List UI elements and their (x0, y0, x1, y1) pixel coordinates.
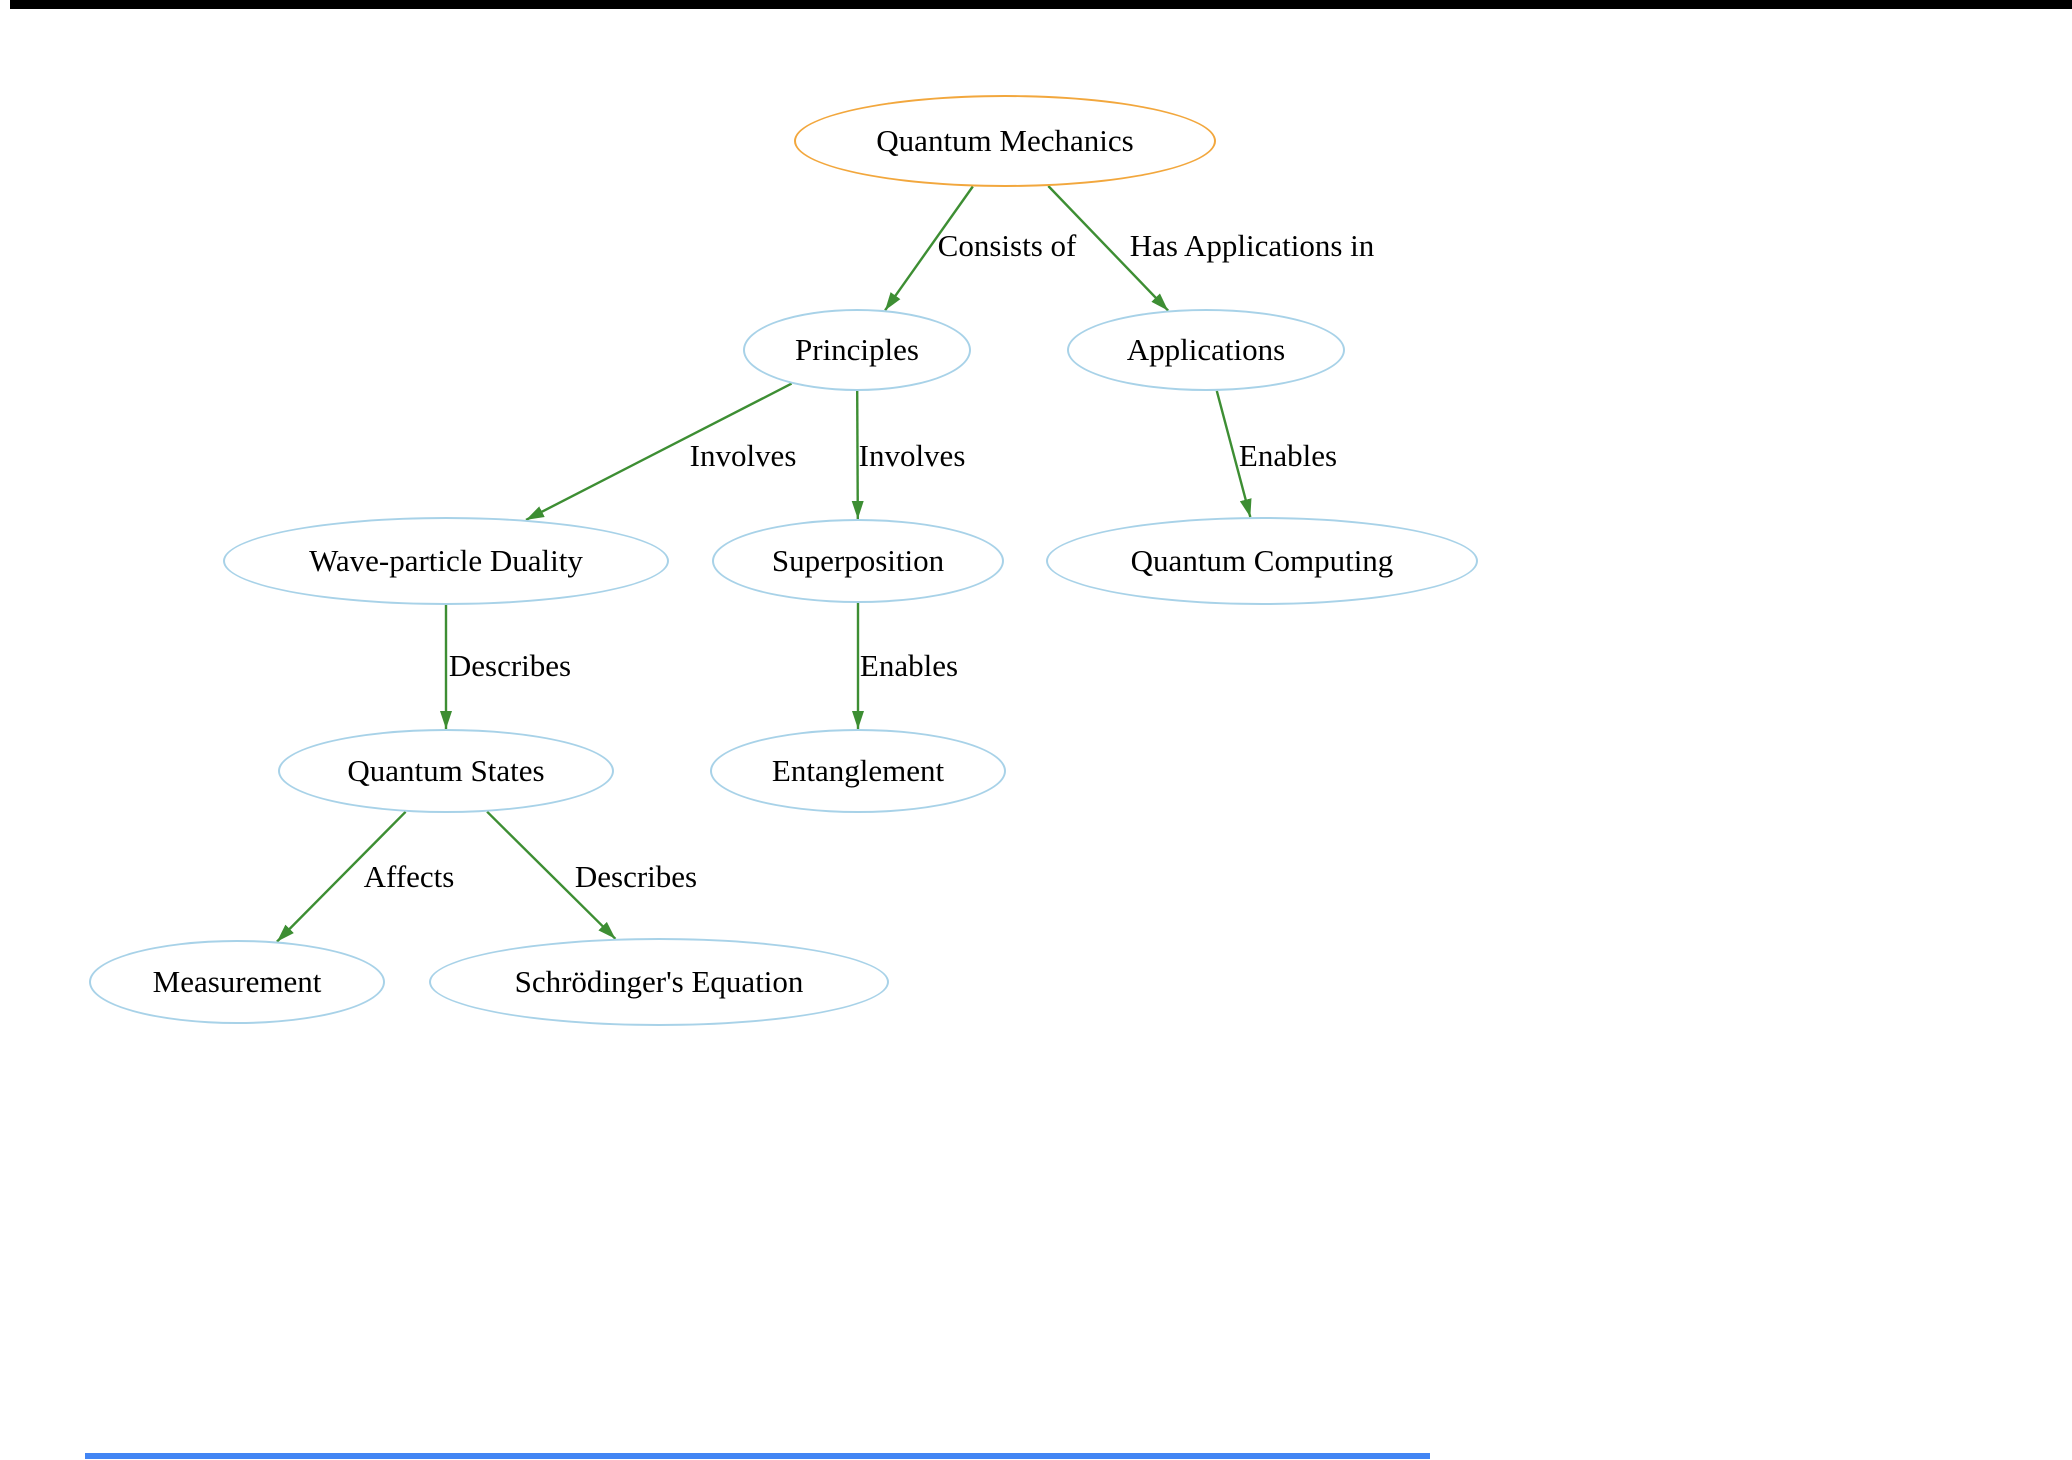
edge-quantum-mechanics-to-principles (884, 185, 974, 311)
edge-label-principles-to-wave-particle-duality: Involves (689, 438, 797, 473)
node-label-quantum-states: Quantum States (347, 753, 545, 788)
bottom-blue-line (85, 1453, 1430, 1459)
node-schrodingers-equation: Schrödinger's Equation (429, 938, 889, 1026)
node-principles: Principles (743, 309, 971, 391)
node-label-applications: Applications (1126, 332, 1286, 367)
node-label-entanglement: Entanglement (771, 753, 945, 788)
edge-quantum-states-to-schrodingers-equation (486, 810, 617, 940)
edge-label-quantum-states-to-schrodingers-equation: Describes (574, 859, 698, 894)
edge-applications-to-quantum-computing (1215, 390, 1252, 518)
node-label-schrodingers-equation: Schrödinger's Equation (514, 964, 804, 999)
node-applications: Applications (1067, 309, 1345, 391)
edge-quantum-states-to-measurement (276, 810, 407, 943)
node-measurement: Measurement (89, 940, 385, 1024)
node-wave-particle-duality: Wave-particle Duality (223, 517, 669, 605)
node-entanglement: Entanglement (710, 729, 1006, 813)
edge-label-applications-to-quantum-computing: Enables (1238, 438, 1338, 473)
top-edge-bar (10, 0, 2072, 9)
node-label-measurement: Measurement (152, 964, 322, 999)
edge-principles-to-superposition (851, 390, 864, 520)
node-label-superposition: Superposition (771, 543, 945, 578)
node-label-quantum-mechanics: Quantum Mechanics (876, 123, 1134, 158)
edge-label-quantum-mechanics-to-applications: Has Applications in (1129, 228, 1375, 263)
edge-label-quantum-states-to-measurement: Affects (363, 859, 455, 894)
edge-label-superposition-to-entanglement: Enables (859, 648, 959, 683)
node-label-quantum-computing: Quantum Computing (1130, 543, 1394, 578)
node-quantum-states: Quantum States (278, 729, 614, 813)
node-label-wave-particle-duality: Wave-particle Duality (309, 543, 583, 578)
edge-label-wave-particle-duality-to-quantum-states: Describes (448, 648, 572, 683)
node-quantum-computing: Quantum Computing (1046, 517, 1478, 605)
edge-quantum-mechanics-to-applications (1047, 185, 1169, 312)
node-label-principles: Principles (795, 332, 919, 367)
node-quantum-mechanics: Quantum Mechanics (794, 95, 1216, 187)
edge-lines-group (276, 185, 1252, 943)
edge-label-quantum-mechanics-to-principles: Consists of (937, 228, 1077, 263)
edge-label-principles-to-superposition: Involves (858, 438, 966, 473)
node-superposition: Superposition (712, 519, 1004, 603)
edge-principles-to-wave-particle-duality (525, 382, 793, 521)
